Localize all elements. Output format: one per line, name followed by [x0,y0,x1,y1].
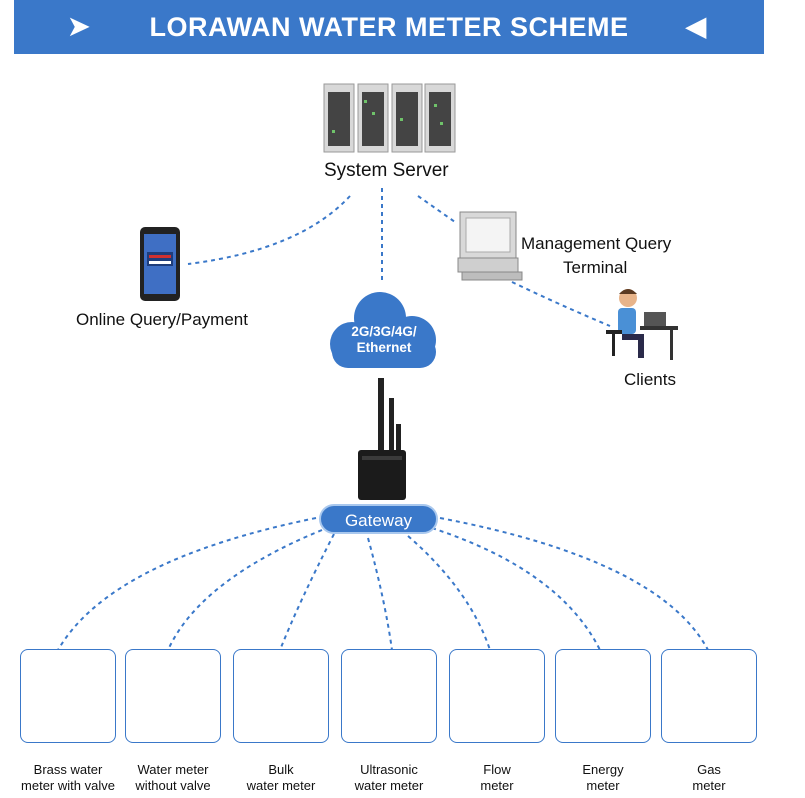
device-box-gas-meter [661,649,757,743]
device-box-flow-meter [449,649,545,743]
clients-label: Clients [624,370,676,389]
gateway-device-icon [358,378,406,500]
online-query-label: Online Query/Payment [76,310,248,329]
link-server-online [187,195,351,265]
arrow-right-icon: ➤ [68,11,90,41]
server-icon [323,83,456,153]
device-box-brass-water-meter [20,649,116,743]
device-box-water-meter [125,649,221,743]
system-server-label: System Server [324,160,449,181]
link-gateway-watermeter [167,529,323,651]
management-query-label: Management Query [521,234,672,253]
link-gateway-brass [57,517,317,651]
device-box-ultrasonic-meter [341,649,437,743]
cloud-label-line1: 2G/3G/4G/ [351,324,417,339]
device-box-bulk-water-meter [233,649,329,743]
terminal-label: Terminal [563,258,628,277]
link-terminal-clients [511,281,611,327]
cloud-icon [330,292,436,368]
link-server-terminal [417,195,456,223]
link-gateway-flow [407,535,491,651]
client-person-icon [606,289,678,360]
connection-lines [57,188,709,651]
smartphone-icon [140,227,180,301]
link-gateway-ultrasonic [367,537,393,651]
computer-terminal-icon [457,211,523,281]
cloud-network-label: 2G/3G/4G/ Ethernet [334,324,434,356]
gateway-label: Gateway [319,504,438,534]
device-box-energy-meter [555,649,651,743]
link-gateway-bulk [279,533,335,651]
title-banner: ➤ LORAWAN WATER METER SCHEME ◀ [14,0,764,54]
cloud-label-line2: Ethernet [356,340,412,355]
link-gateway-gas [439,517,709,651]
page-title: LORAWAN WATER METER SCHEME [149,11,629,42]
arrow-left-icon: ◀ [686,11,706,41]
